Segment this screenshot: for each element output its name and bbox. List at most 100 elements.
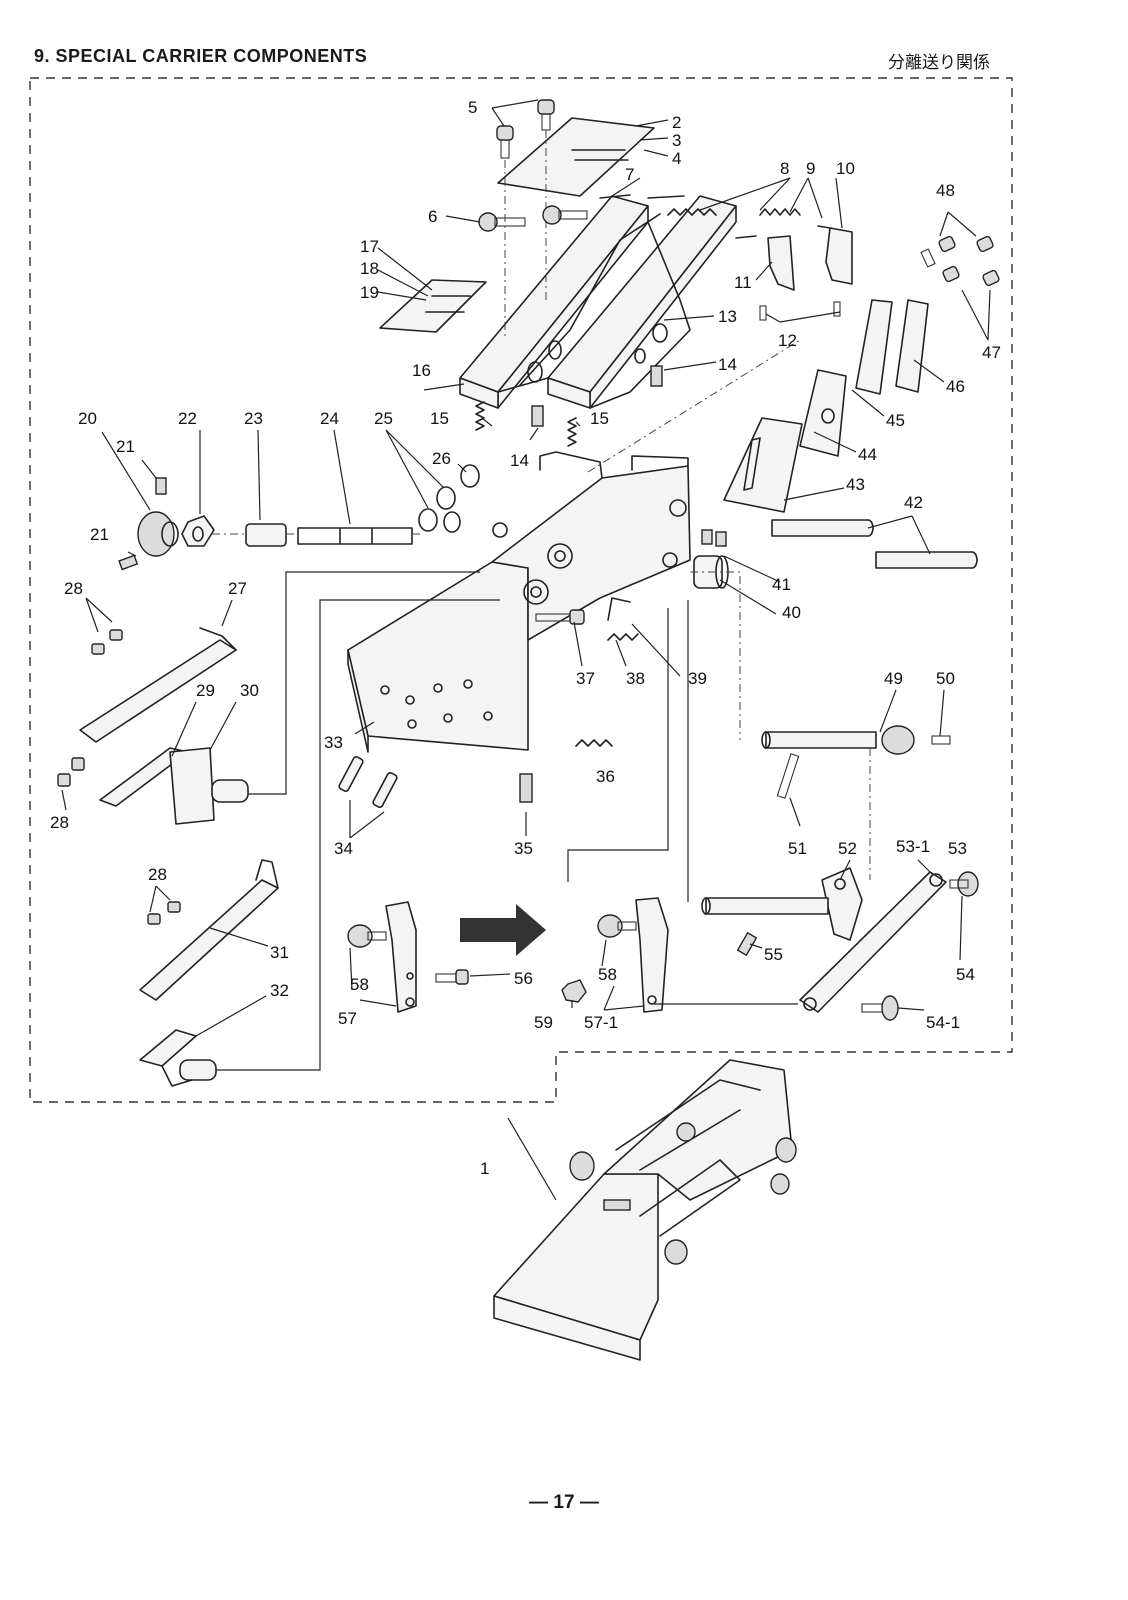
part-label-17: 17 (360, 237, 379, 256)
pin-34a (338, 756, 364, 792)
part-label-47: 47 (982, 343, 1001, 362)
shaft-24 (297, 527, 413, 545)
part-label-56: 56 (514, 969, 533, 988)
washer-25a (418, 508, 438, 532)
link-53 (799, 871, 947, 1013)
spring-36 (575, 739, 613, 747)
page-number: — 17 — (529, 1492, 599, 1513)
part-label-30: 30 (240, 681, 259, 700)
part-label-22: 22 (178, 409, 197, 428)
screw-28-pair-c (147, 913, 161, 925)
screw-58-right (597, 914, 637, 938)
part-label-32: 32 (270, 981, 289, 1000)
part-label-2: 2 (672, 113, 681, 132)
plate-45 (855, 299, 893, 395)
bar-31 (139, 879, 279, 1001)
bracket-32 (139, 1029, 217, 1087)
pin-51 (776, 753, 800, 799)
assembled-carrier-1 (493, 1059, 797, 1361)
plate-2 (497, 117, 655, 197)
washer-26 (460, 464, 480, 488)
part-label-21a: 21 (116, 437, 135, 456)
part-label-29: 29 (196, 681, 215, 700)
part-label-41: 41 (772, 575, 791, 594)
plate-46 (895, 299, 929, 393)
bracket-11 (767, 235, 795, 291)
part-label-15b: 15 (590, 409, 609, 428)
part-label-42: 42 (904, 493, 923, 512)
screw-48b (976, 235, 994, 253)
screw-54 (949, 871, 979, 897)
part-label-28c: 28 (148, 865, 167, 884)
spring-8 (667, 208, 717, 216)
part-label-18: 18 (360, 259, 379, 278)
spring-38 (607, 633, 639, 641)
part-label-1: 1 (480, 1159, 489, 1178)
set-screw-21-lower (118, 554, 139, 571)
part-label-58b: 58 (598, 965, 617, 984)
pin-50 (931, 735, 951, 745)
page-title-japanese: 分離送り関係 (888, 53, 990, 73)
part-label-5: 5 (468, 98, 477, 117)
set-screw-14b (531, 405, 544, 427)
part-label-6: 6 (428, 207, 437, 226)
spring-9 (759, 208, 801, 216)
part-label-39: 39 (688, 669, 707, 688)
part-label-49: 49 (884, 669, 903, 688)
pin-34b (372, 772, 398, 808)
screw-28-pair-b (57, 773, 71, 787)
part-label-24: 24 (320, 409, 339, 428)
part-label-53-1: 53-1 (896, 837, 930, 856)
part-label-35: 35 (514, 839, 533, 858)
lever-57-1 (635, 897, 669, 1013)
screw-37 (535, 609, 585, 625)
part-label-53: 53 (948, 839, 967, 858)
part-label-27: 27 (228, 579, 247, 598)
part-label-57: 57 (338, 1009, 357, 1028)
spring-41a (701, 529, 713, 545)
part-label-51: 51 (788, 839, 807, 858)
plate-43 (723, 417, 803, 513)
part-label-28b: 28 (50, 813, 69, 832)
part-label-20: 20 (78, 409, 97, 428)
screw-54-1 (861, 995, 899, 1021)
part-label-3: 3 (672, 131, 681, 150)
part-label-14b: 14 (510, 451, 529, 470)
adjusting-knob-20 (137, 511, 179, 557)
part-label-26: 26 (432, 449, 451, 468)
direction-arrow (460, 904, 546, 956)
spring-15b (567, 417, 577, 447)
screw-28-pair-a (91, 643, 105, 655)
nut-22 (181, 515, 215, 547)
screw-47b (982, 269, 1000, 287)
part-label-54: 54 (956, 965, 975, 984)
part-label-57-1: 57-1 (584, 1013, 618, 1032)
part-label-8: 8 (780, 159, 789, 178)
screw-48a (938, 235, 956, 253)
part-label-45: 45 (886, 411, 905, 430)
part-label-50: 50 (936, 669, 955, 688)
shaft-with-collar (701, 897, 829, 915)
page-title: 9. SPECIAL CARRIER COMPONENTS (34, 46, 368, 66)
pin-6 (478, 205, 588, 232)
screw-56 (435, 969, 469, 985)
part-label-12: 12 (778, 331, 797, 350)
part-label-37: 37 (576, 669, 595, 688)
screw-55 (736, 931, 758, 957)
part-label-34: 34 (334, 839, 353, 858)
part-label-21b: 21 (90, 525, 109, 544)
bracket-30 (169, 747, 249, 825)
shaft-42a (771, 519, 874, 537)
part-label-43: 43 (846, 475, 865, 494)
part-label-58a: 58 (350, 975, 369, 994)
part-label-23: 23 (244, 409, 263, 428)
washer-25c (443, 511, 461, 533)
part-label-55: 55 (764, 945, 783, 964)
bracket-10 (825, 227, 853, 285)
main-body-33 (347, 451, 691, 753)
spring-39 (607, 597, 631, 621)
part-label-38: 38 (626, 669, 645, 688)
leader-lines (61, 99, 991, 1037)
part-label-48: 48 (936, 181, 955, 200)
plate-17-19 (379, 279, 487, 333)
